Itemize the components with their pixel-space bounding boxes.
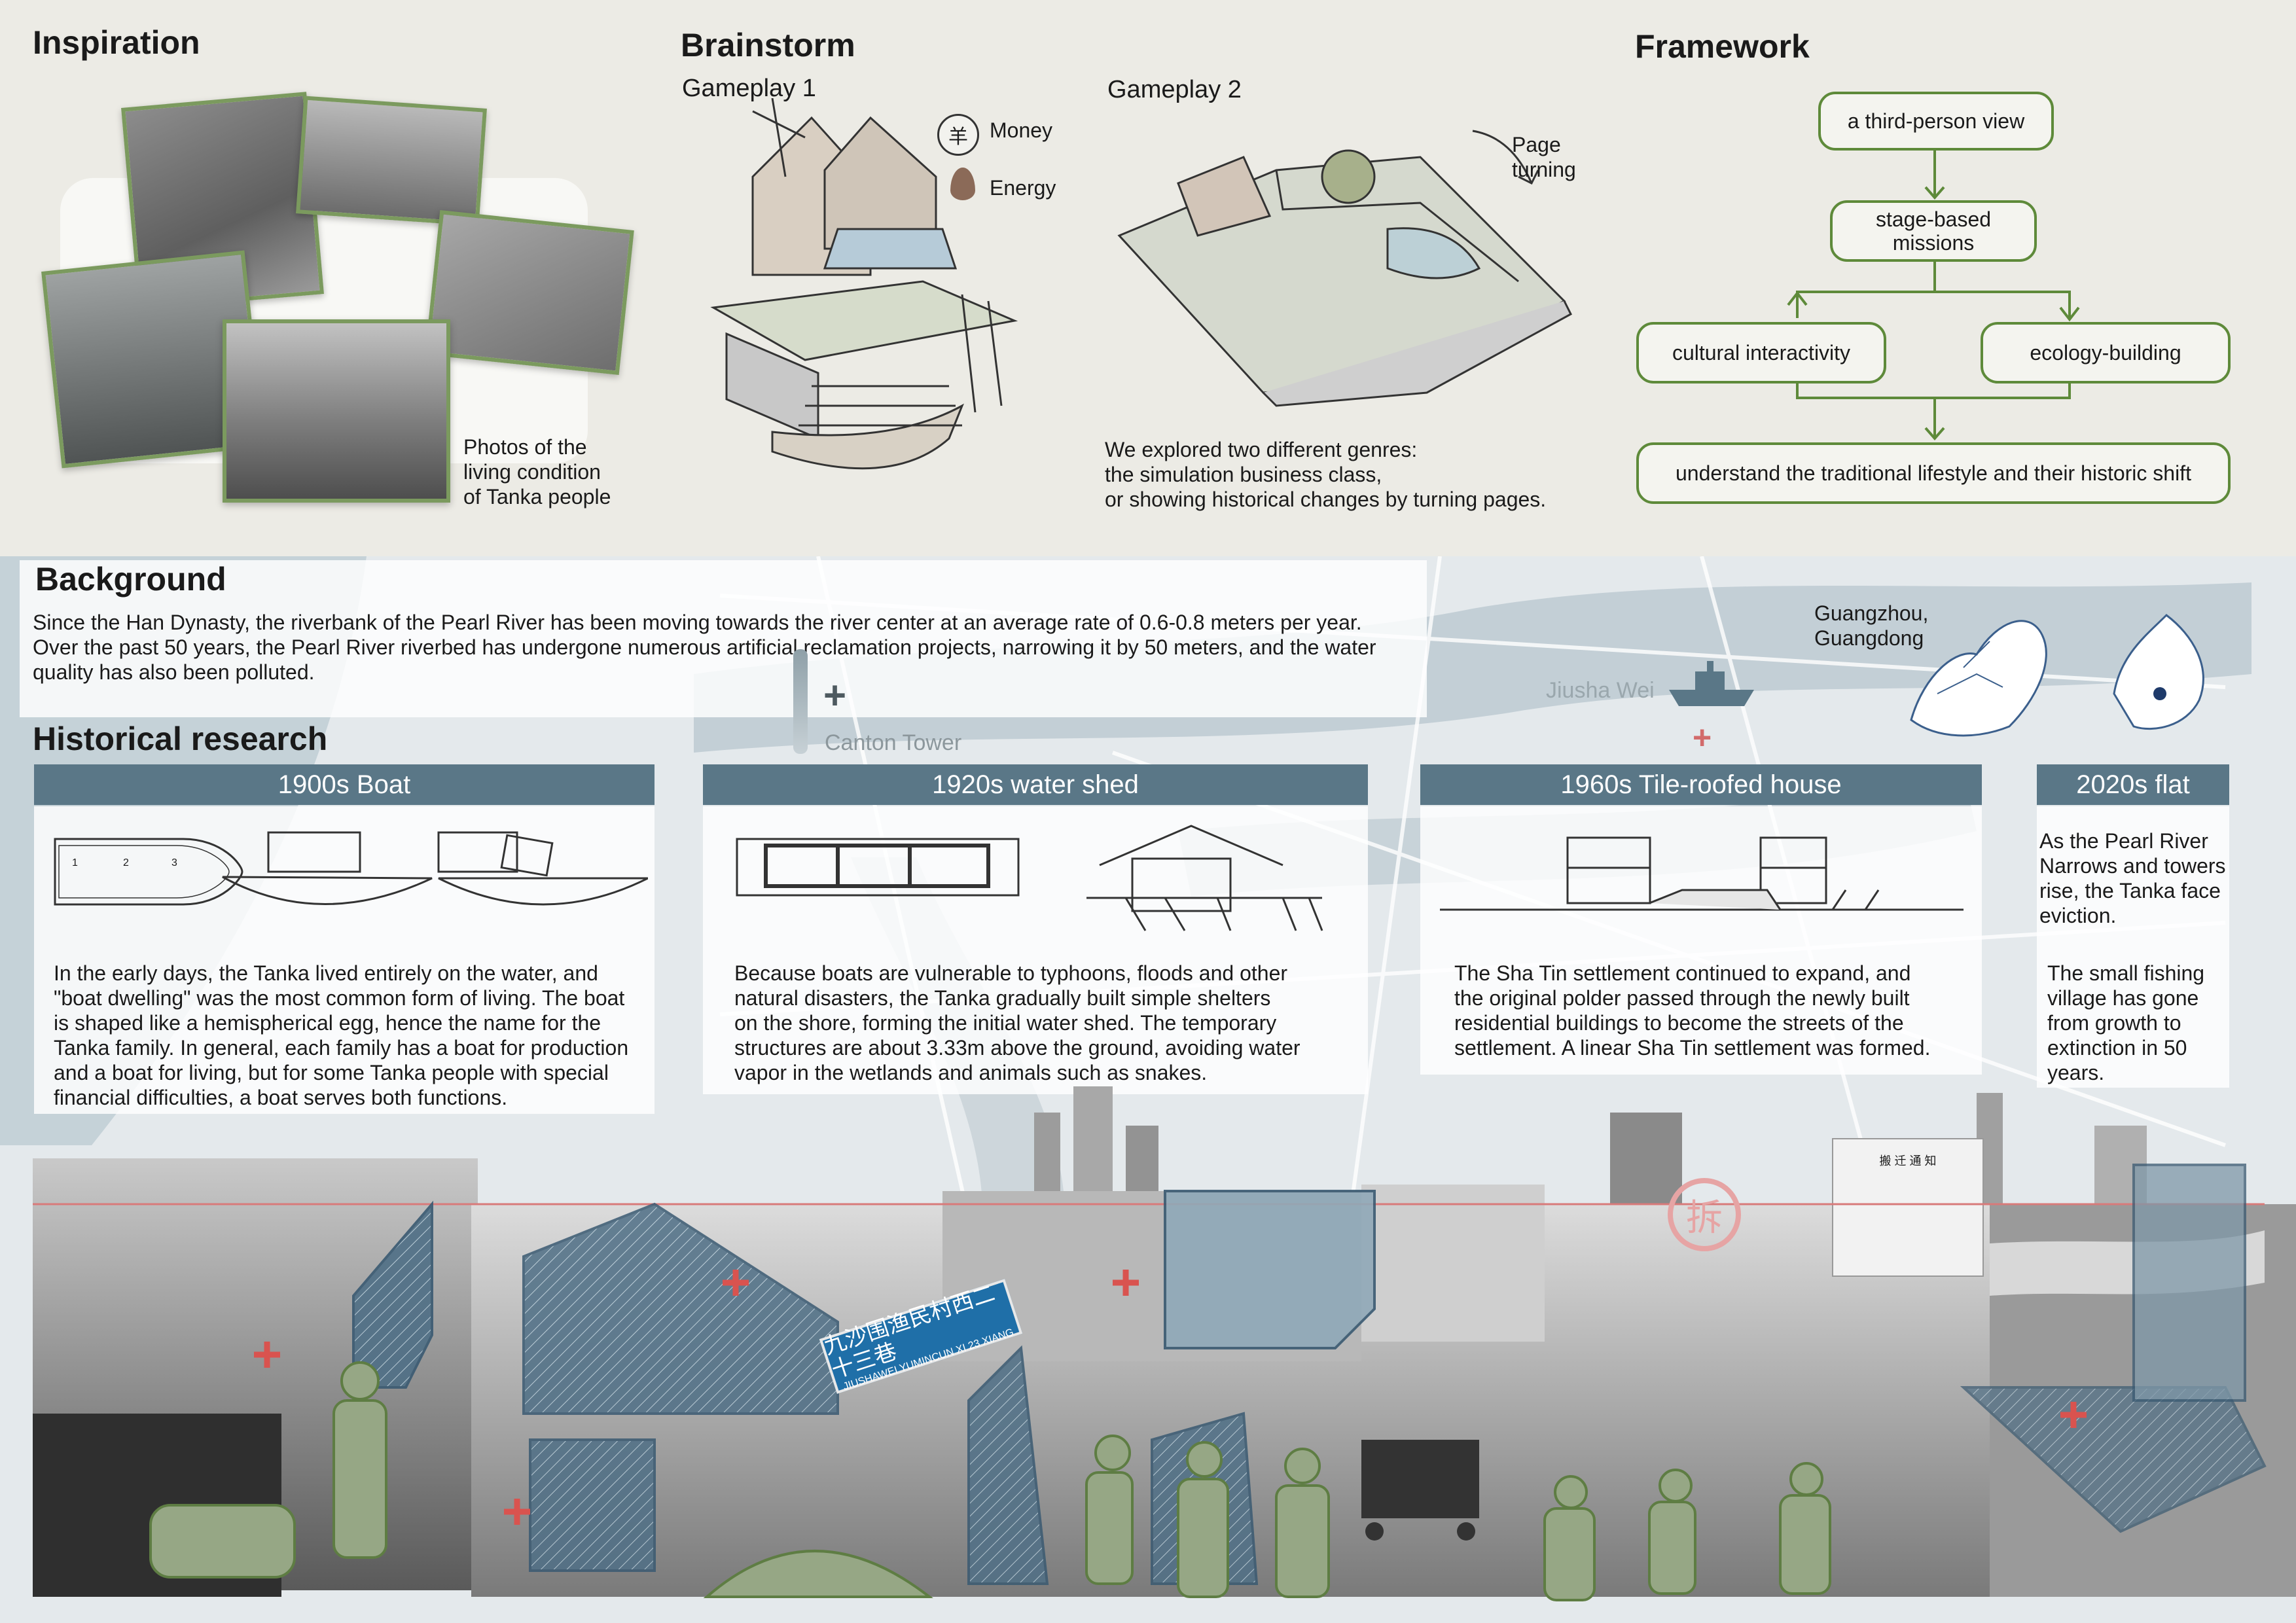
note-line: the simulation business class, (1105, 463, 1382, 486)
era-text-line: vapor in the wetlands and animals such a… (734, 1061, 1208, 1084)
boat-drawings (54, 831, 648, 906)
page-turning-line: Page (1512, 133, 1561, 156)
framework-node-ecology: ecology-building (1981, 322, 2231, 383)
photo-collage (33, 1086, 2296, 1601)
framework-node-understand: understand the traditional lifestyle and… (1636, 442, 2231, 504)
era-text-2020s-b: The small fishing village has gone from … (2047, 961, 2229, 1085)
photo-stilt-house (223, 319, 450, 503)
caption-line: of Tanka people (463, 485, 611, 508)
page-turning-label: Page turning (1512, 132, 1576, 182)
era-text-line: eviction. (2039, 904, 2117, 927)
ship-icon (1669, 661, 1754, 706)
era-text-line: The Sha Tin settlement continued to expa… (1454, 961, 1911, 985)
canton-plus-icon: + (823, 673, 847, 717)
era-band-1960s: 1960s Tile-roofed house (1420, 764, 1982, 805)
money-label: Money (990, 118, 1053, 142)
brainstorm-note: We explored two different genres: the si… (1105, 437, 1546, 512)
gameplay1-label: Gameplay 1 (682, 75, 816, 102)
era-text-line: settlement. A linear Sha Tin settlement … (1454, 1036, 1931, 1060)
water-shed-drawings (736, 825, 1323, 931)
background-text: Since the Han Dynasty, the riverbank of … (33, 610, 1433, 685)
inspiration-title: Inspiration (33, 24, 200, 61)
location-label: Guangzhou, Guangdong (1814, 601, 1928, 651)
era-panel-1960s (1420, 806, 1982, 1075)
era-text-line: from growth to (2047, 1011, 2181, 1035)
background-panel (20, 560, 1427, 717)
gameplay1-sketch (710, 98, 1018, 470)
photo-boat-worker (425, 210, 634, 375)
framework-node-view: a third-person view (1818, 92, 2054, 151)
money-icon: 羊 (937, 114, 979, 156)
energy-label: Energy (990, 176, 1056, 200)
era-text-1900s: In the early days, the Tanka lived entir… (54, 961, 656, 1110)
tile-roof-house-drawings (1440, 836, 1964, 911)
historical-title: Historical research (33, 721, 328, 757)
boat-number-1: 1 (72, 857, 78, 868)
gameplay2-label: Gameplay 2 (1107, 76, 1242, 103)
era-panel-2020s (2037, 806, 2229, 1088)
era-band-2020s: 2020s flat (2037, 764, 2229, 805)
era-text-line: Because boats are vulnerable to typhoons… (734, 961, 1288, 985)
brainstorm-title: Brainstorm (681, 27, 855, 63)
era-panel-1900s (34, 806, 655, 1114)
era-band-1920s: 1920s water shed (703, 764, 1368, 805)
era-text-line: In the early days, the Tanka lived entir… (54, 961, 598, 985)
demolition-stamp-icon: 拆 (1668, 1178, 1741, 1251)
notice-title: 搬 迁 通 知 (1879, 1154, 1937, 1168)
note-line: or showing historical changes by turning… (1105, 488, 1547, 511)
background-title: Background (35, 561, 226, 597)
era-text-line: natural disasters, the Tanka gradually b… (734, 986, 1271, 1010)
era-text-line: the original polder passed through the n… (1454, 986, 1910, 1010)
era-text-line: Narrows and towers (2039, 854, 2226, 878)
era-text-line: village has gone (2047, 986, 2199, 1010)
missions-line: stage-based (1875, 207, 1992, 231)
background-line: Over the past 50 years, the Pearl River … (33, 635, 1376, 659)
canton-tower-icon (793, 649, 808, 754)
missions-line: missions (1892, 231, 1975, 255)
framework-node-missions: stage-based missions (1830, 200, 2037, 262)
boat-number-3: 3 (171, 857, 177, 868)
gameplay2-book-sketch (1117, 130, 1572, 407)
era-text-line: As the Pearl River (2039, 829, 2208, 853)
era-text-line: on the shore, forming the initial water … (734, 1011, 1277, 1035)
era-text-line: is shaped like a hemispherical egg, henc… (54, 1011, 601, 1035)
caption-line: Photos of the (463, 435, 587, 459)
era-text-line: "boat dwelling" was the most common form… (54, 986, 625, 1010)
era-text-line: financial difficulties, a boat serves bo… (54, 1086, 508, 1109)
background-line: Since the Han Dynasty, the riverbank of … (33, 611, 1362, 634)
background-line: quality has also been polluted. (33, 660, 315, 684)
page-turning-line: turning (1512, 158, 1576, 181)
era-text-1960s: The Sha Tin settlement continued to expa… (1454, 961, 1978, 1060)
inspiration-caption: Photos of the living condition of Tanka … (463, 435, 611, 509)
framework-connectors (1787, 144, 2080, 441)
era-text-line: structures are about 3.33m above the gro… (734, 1036, 1300, 1060)
note-line: We explored two different genres: (1105, 438, 1418, 461)
guangdong-map-icon (1910, 614, 2204, 737)
era-text-line: residential buildings to become the stre… (1454, 1011, 1904, 1035)
location-line: Guangdong (1814, 626, 1924, 650)
location-line: Guangzhou, (1814, 601, 1929, 625)
era-text-line: and a boat for living, but for some Tank… (54, 1061, 609, 1084)
framework-title: Framework (1635, 28, 1810, 65)
caption-line: living condition (463, 460, 601, 484)
era-text-2020s-a: As the Pearl River Narrows and towers ri… (2039, 829, 2229, 928)
boat-number-2: 2 (123, 857, 129, 868)
canton-tower-label: Canton Tower (825, 730, 962, 755)
framework-node-cultural: cultural interactivity (1636, 322, 1886, 383)
photo-boat-people (296, 96, 487, 226)
era-text-line: rise, the Tanka face (2039, 879, 2221, 902)
era-text-line: Tanka family. In general, each family ha… (54, 1036, 629, 1060)
era-text-line: The small fishing (2047, 961, 2205, 985)
energy-icon (950, 168, 975, 200)
jiusha-wei-label: Jiusha Wei (1546, 678, 1655, 703)
era-text-line: extinction in 50 (2047, 1036, 2187, 1060)
era-text-line: years. (2047, 1061, 2105, 1084)
era-band-1900s: 1900s Boat (34, 764, 655, 805)
jiusha-plus-icon: + (1693, 719, 1712, 756)
era-text-1920s: Because boats are vulnerable to typhoons… (734, 961, 1363, 1085)
